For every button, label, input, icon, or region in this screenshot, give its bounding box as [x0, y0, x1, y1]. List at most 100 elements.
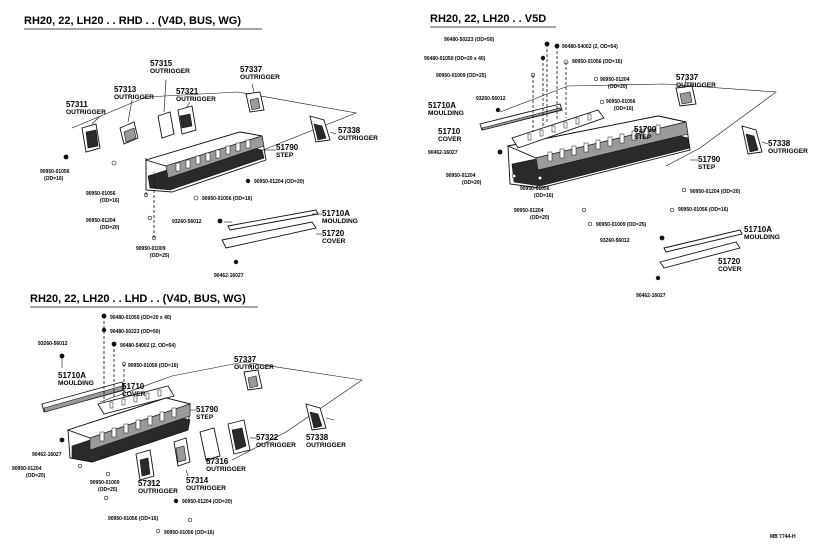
- section-title-lhd: RH20, 22, LH20 . . LHD . . (V4D, BUS, WG…: [30, 293, 246, 305]
- svg-text:MOULDING: MOULDING: [428, 110, 464, 117]
- svg-text:OUTRIGGER: OUTRIGGER: [176, 96, 216, 103]
- svg-text:(OD=20): (OD=20): [26, 473, 46, 479]
- label-90462-16027-v5d-b: 90462-16027: [636, 293, 666, 299]
- label-90950-01204-lhd-b: 90950-01204 (OD=20): [182, 499, 233, 505]
- label-90480-54002-v5d: 90480-54002 (2, OD=54): [562, 44, 618, 50]
- label-57338-lhd: 57338: [306, 433, 329, 442]
- svg-text:OUTRIGGER: OUTRIGGER: [768, 148, 808, 155]
- svg-text:OUTRIGGER: OUTRIGGER: [66, 109, 106, 116]
- svg-text:COVER: COVER: [322, 238, 346, 245]
- label-90950-01009-v5d-a: 90950-01009 (OD=25): [436, 73, 487, 79]
- svg-text:OUTRIGGER: OUTRIGGER: [114, 94, 154, 101]
- label-90950-01204-b: 90950-01204: [86, 218, 116, 224]
- label-93260-56012-lhd: 93260-56012: [38, 341, 68, 347]
- label-90950-01204-v5d-c: 90950-01204 (OD=20): [690, 189, 741, 195]
- label-90462-16027-v5d-a: 90462-16027: [428, 150, 458, 156]
- label-57337-rhd: 57337: [240, 65, 263, 74]
- label-51720-rhd: 51720: [322, 229, 345, 238]
- svg-text:OUTRIGGER: OUTRIGGER: [186, 485, 226, 492]
- outrigger-57316: [199, 427, 221, 461]
- svg-text:OUTRIGGER: OUTRIGGER: [676, 82, 716, 89]
- svg-text:(OD=25): (OD=25): [98, 487, 118, 493]
- label-57314: 57314: [186, 476, 209, 485]
- section-title-v5d: RH20, 22, LH20 . . V5D: [430, 13, 546, 25]
- label-90480-50223-v5d: 90480-50223 (OD=50): [444, 37, 495, 43]
- outrigger-57315: [157, 111, 175, 139]
- label-57338-v5d: 57338: [768, 139, 791, 148]
- svg-text:(OD=20): (OD=20): [462, 180, 482, 186]
- svg-text:(OD=20): (OD=20): [608, 84, 628, 90]
- step-51790-rhd: [144, 131, 267, 193]
- label-90950-01204-a: 90950-01204 (OD=20): [254, 179, 305, 185]
- label-90950-01056-lhd-a: 90950-01056 (OD=16): [128, 363, 179, 369]
- label-51790-lhd: 51790: [196, 405, 219, 414]
- cover-51720-rhd: [221, 221, 317, 249]
- svg-text:STEP: STEP: [634, 134, 652, 141]
- label-90950-01056-a: 90950-01056: [40, 169, 70, 175]
- label-93260-56012-v5d-b: 93260-56012: [600, 238, 630, 244]
- label-90950-01056-b: 90950-01056: [86, 191, 116, 197]
- svg-text:(OD=16): (OD=16): [100, 198, 120, 204]
- section-rhd: RH20, 22, LH20 . . RHD . . (V4D, BUS, WG…: [24, 15, 378, 279]
- label-57321: 57321: [176, 87, 199, 96]
- label-51790-rhd: 51790: [276, 143, 299, 152]
- label-51790-v5d-b: 51790: [698, 155, 721, 164]
- label-57338-rhd: 57338: [338, 126, 361, 135]
- label-90462-16027-lhd: 90462-16027: [32, 452, 62, 458]
- svg-text:COVER: COVER: [718, 266, 742, 273]
- moulding-51710a-v5d-lower: [663, 229, 743, 253]
- label-57322: 57322: [256, 433, 279, 442]
- svg-text:MOULDING: MOULDING: [58, 380, 94, 387]
- label-90950-01056-lhd-c: 90950-01056 (OD=16): [164, 530, 215, 536]
- svg-text:OUTRIGGER: OUTRIGGER: [138, 488, 178, 495]
- label-90480-50223-lhd: 90480-50223 (OD=50): [110, 329, 161, 335]
- section-title-rhd: RH20, 22, LH20 . . RHD . . (V4D, BUS, WG…: [24, 15, 241, 27]
- label-90950-01056-v5d-c: 90950-01056: [520, 186, 550, 192]
- label-90950-01056-v5d-a: 90950-01056 (OD=16): [572, 59, 623, 65]
- svg-text:COVER: COVER: [122, 391, 146, 398]
- label-51710a-v5d-a: 51710A: [428, 101, 456, 110]
- svg-text:OUTRIGGER: OUTRIGGER: [240, 74, 280, 81]
- label-90480-01050-v5d: 90480-01050 (OD=20 x 40): [424, 56, 486, 62]
- svg-text:COVER: COVER: [438, 136, 462, 143]
- svg-text:OUTRIGGER: OUTRIGGER: [338, 135, 378, 142]
- cover-51710-v5d: [511, 109, 605, 149]
- label-93260-56012-rhd: 93260-56012: [172, 219, 202, 225]
- svg-text:OUTRIGGER: OUTRIGGER: [306, 442, 346, 449]
- label-57337-v5d: 57337: [676, 73, 699, 82]
- label-90950-01009-rhd: 90950-01009: [136, 246, 166, 252]
- svg-text:STEP: STEP: [698, 164, 716, 171]
- label-90950-01056-v5d-d: 90950-01056 (OD=16): [678, 207, 729, 213]
- section-lhd: RH20, 22, LH20 . . LHD . . (V4D, BUS, WG…: [12, 293, 363, 536]
- label-57312: 57312: [138, 479, 161, 488]
- label-57313: 57313: [114, 85, 137, 94]
- cover-51720-v5d: [659, 241, 741, 269]
- label-90950-01056-c: 90950-01056 (OD=16): [202, 196, 253, 202]
- label-51710-lhd: 51710: [122, 382, 145, 391]
- svg-text:OUTRIGGER: OUTRIGGER: [206, 466, 246, 473]
- section-v5d: RH20, 22, LH20 . . V5D: [424, 13, 808, 299]
- svg-text:(OD=16): (OD=16): [534, 193, 554, 199]
- label-51790-v5d-a: 51790: [634, 125, 657, 134]
- step-51790-lhd: [66, 397, 192, 463]
- label-90950-01056-lhd-b: 90950-01056 (OD=16): [108, 516, 159, 522]
- svg-text:OUTRIGGER: OUTRIGGER: [150, 68, 190, 75]
- svg-text:OUTRIGGER: OUTRIGGER: [256, 442, 296, 449]
- label-57315: 57315: [150, 59, 173, 68]
- svg-text:STEP: STEP: [196, 414, 214, 421]
- svg-text:MOULDING: MOULDING: [744, 234, 780, 241]
- label-93260-56012-v5d-a: 93260-56012: [476, 96, 506, 102]
- label-51720-v5d: 51720: [718, 257, 741, 266]
- label-90950-01204-lhd-a: 90950-01204: [12, 466, 42, 472]
- label-51710a-rhd: 51710A: [322, 209, 350, 218]
- step-51790-v5d: [506, 115, 691, 189]
- label-51710a-v5d-b: 51710A: [744, 225, 772, 234]
- svg-text:OUTRIGGER: OUTRIGGER: [234, 364, 274, 371]
- svg-text:(OD=20): (OD=20): [100, 225, 120, 231]
- svg-text:STEP: STEP: [276, 152, 294, 159]
- label-90950-01056-v5d-b: 90950-01056: [606, 99, 636, 105]
- label-57316: 57316: [206, 457, 229, 466]
- label-57311: 57311: [66, 100, 88, 109]
- label-90950-01009-v5d-b: 90950-01009 (OD=25): [596, 222, 647, 228]
